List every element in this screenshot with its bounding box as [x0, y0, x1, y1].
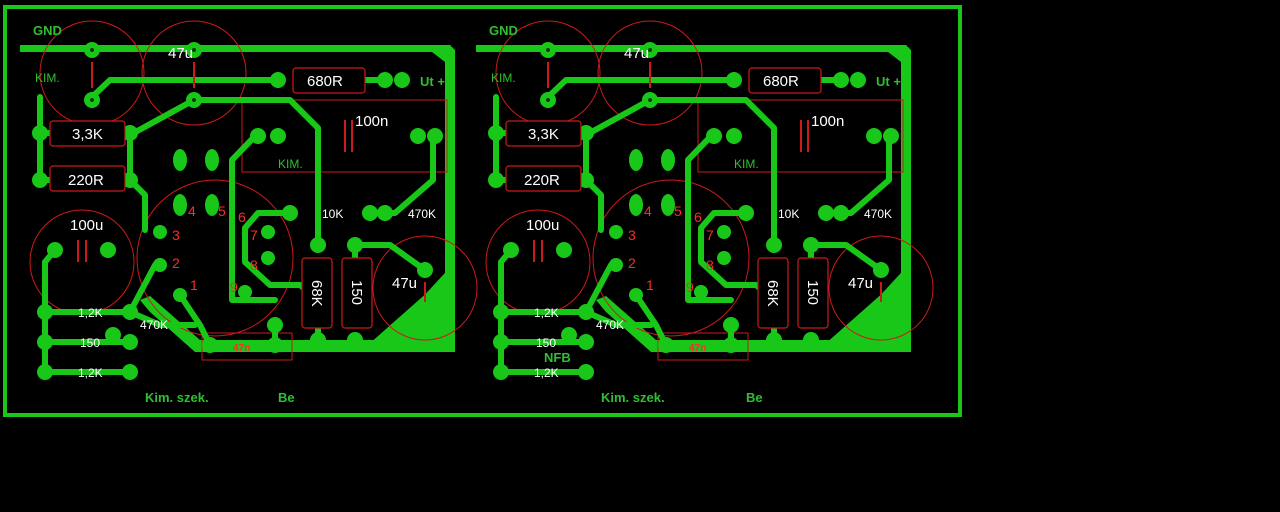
cap-100n-label: 100n	[355, 113, 388, 130]
r-12k-a-label: 1,2K	[78, 306, 103, 320]
board-outline	[3, 5, 962, 417]
right-board-half	[476, 21, 933, 380]
r-10k-label: 10K	[322, 207, 343, 221]
r-12k-b-label: 1,2K	[534, 366, 559, 380]
tube-pin-5: 5	[218, 203, 226, 219]
r-68k-label: 68K	[764, 280, 781, 307]
r-150-right-label: 150	[804, 280, 821, 305]
tube-pin-1: 1	[190, 277, 198, 293]
cap-47u-bottom-label: 47u	[392, 275, 417, 292]
cap-100n-label: 100n	[811, 113, 844, 130]
r-470k-left-label: 470K	[596, 318, 624, 332]
cap-47u-top-label: 47u	[168, 45, 193, 62]
kim-label: KIM.	[491, 71, 516, 85]
left-labels: GND KIM. 47u 680R Ut + 100n KIM. 3,3K 22…	[33, 23, 445, 405]
tube-pin-2: 2	[628, 255, 636, 271]
left-board-half	[20, 21, 477, 380]
r-33k-label: 3,3K	[72, 126, 103, 143]
tube-pin-8: 8	[706, 257, 714, 273]
kim-mid-label: KIM.	[734, 157, 759, 171]
r-220-label: 220R	[524, 172, 560, 189]
tube-pin-7: 7	[250, 227, 258, 243]
r-680-label: 680R	[763, 73, 799, 90]
r-12k-a-label: 1,2K	[534, 306, 559, 320]
ut-label: Ut +	[420, 74, 445, 89]
be-label: Be	[746, 390, 763, 405]
tube-pin-2: 2	[172, 255, 180, 271]
tube-pin-8: 8	[250, 257, 258, 273]
r-470k-right-label: 470K	[864, 207, 892, 221]
gnd-label: GND	[489, 23, 518, 38]
tube-pin-1: 1	[646, 277, 654, 293]
tube-pin-7: 7	[706, 227, 714, 243]
r-68k-label: 68K	[308, 280, 325, 307]
tube-pin-9: 9	[686, 279, 694, 295]
r-12k-b-label: 1,2K	[78, 366, 103, 380]
kim-mid-label: KIM.	[278, 157, 303, 171]
r-150-left-label: 150	[80, 336, 100, 350]
cap-47n-label: 47n	[689, 343, 706, 354]
tube-pin-9: 9	[230, 279, 238, 295]
cap-100u-label: 100u	[526, 217, 559, 234]
r-470k-right-label: 470K	[408, 207, 436, 221]
r-33k-label: 3,3K	[528, 126, 559, 143]
tube-pin-4: 4	[644, 203, 652, 219]
ut-label: Ut +	[876, 74, 901, 89]
tube-pin-5: 5	[674, 203, 682, 219]
tube-pin-6: 6	[238, 209, 246, 225]
r-680-label: 680R	[307, 73, 343, 90]
cap-47u-bottom-label: 47u	[848, 275, 873, 292]
nfb-label: NFB	[544, 350, 571, 365]
cap-47u-top-label: 47u	[624, 45, 649, 62]
be-label: Be	[278, 390, 295, 405]
tube-pin-3: 3	[172, 227, 180, 243]
r-470k-left-label: 470K	[140, 318, 168, 332]
tube-pin-4: 4	[188, 203, 196, 219]
tube-pin-3: 3	[628, 227, 636, 243]
r-220-label: 220R	[68, 172, 104, 189]
right-labels: GND KIM. 47u 680R Ut + 100n KIM. 3,3K 22…	[489, 23, 901, 405]
r-10k-label: 10K	[778, 207, 799, 221]
kim-szek-label: Kim. szek.	[601, 390, 665, 405]
r-150-right-label: 150	[348, 280, 365, 305]
kim-szek-label: Kim. szek.	[145, 390, 209, 405]
cap-47n-label: 47n	[233, 343, 250, 354]
kim-label: KIM.	[35, 71, 60, 85]
r-150-left-label: 150	[536, 336, 556, 350]
tube-pin-6: 6	[694, 209, 702, 225]
gnd-label: GND	[33, 23, 62, 38]
cap-100u-label: 100u	[70, 217, 103, 234]
